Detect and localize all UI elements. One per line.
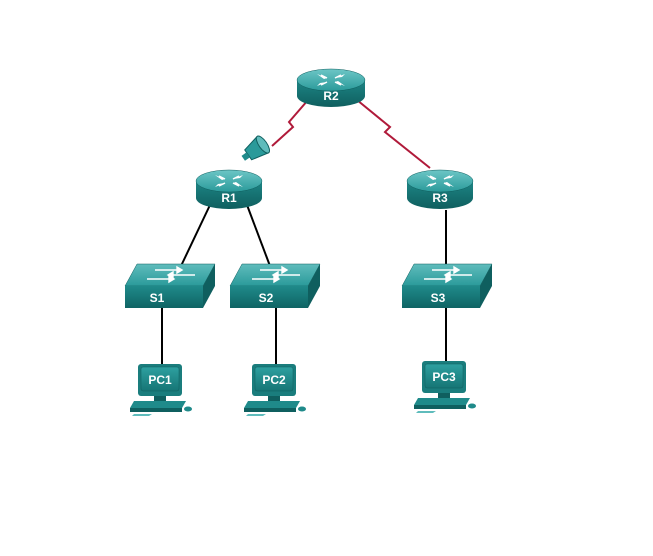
router-label-r2: R2 (323, 89, 339, 103)
switch-s2[interactable]: S2 (229, 263, 321, 308)
router-label-r3: R3 (432, 191, 448, 205)
router-icon (426, 175, 454, 187)
pc-pc1[interactable]: PC1 (130, 364, 192, 416)
switch-label-s1: S1 (150, 291, 165, 305)
router-icon (215, 175, 243, 187)
switch-s1[interactable]: S1 (124, 263, 216, 308)
switch-icon (424, 265, 472, 284)
switch-icon (147, 265, 195, 284)
switch-s3[interactable]: S3 (401, 263, 493, 308)
ethernet-link-r1-s2[interactable] (246, 204, 271, 267)
switch-label-s3: S3 (431, 291, 446, 305)
router-r1[interactable]: R1 (195, 169, 263, 209)
pc-label-pc1: PC1 (148, 373, 172, 387)
pc-icon (414, 361, 476, 413)
router-icon (317, 74, 345, 86)
serial-link-r2-r1[interactable] (271, 99, 309, 147)
router-label-r1: R1 (221, 191, 237, 205)
switch-icon (252, 265, 300, 284)
pc-pc2[interactable]: PC2 (244, 364, 306, 416)
pc-label-pc3: PC3 (432, 370, 456, 384)
switch-label-s2: S2 (259, 291, 274, 305)
dce-clock-icon (241, 135, 271, 161)
ethernet-link-r1-s1[interactable] (180, 204, 211, 267)
pc-icon (130, 364, 192, 416)
serial-link-r2-r3[interactable] (356, 99, 431, 169)
router-r3[interactable]: R3 (406, 169, 474, 209)
pc-icon (244, 364, 306, 416)
links (161, 99, 447, 366)
pc-label-pc2: PC2 (262, 373, 286, 387)
router-r2[interactable]: R2 (296, 68, 366, 107)
pc-pc3[interactable]: PC3 (414, 361, 476, 413)
